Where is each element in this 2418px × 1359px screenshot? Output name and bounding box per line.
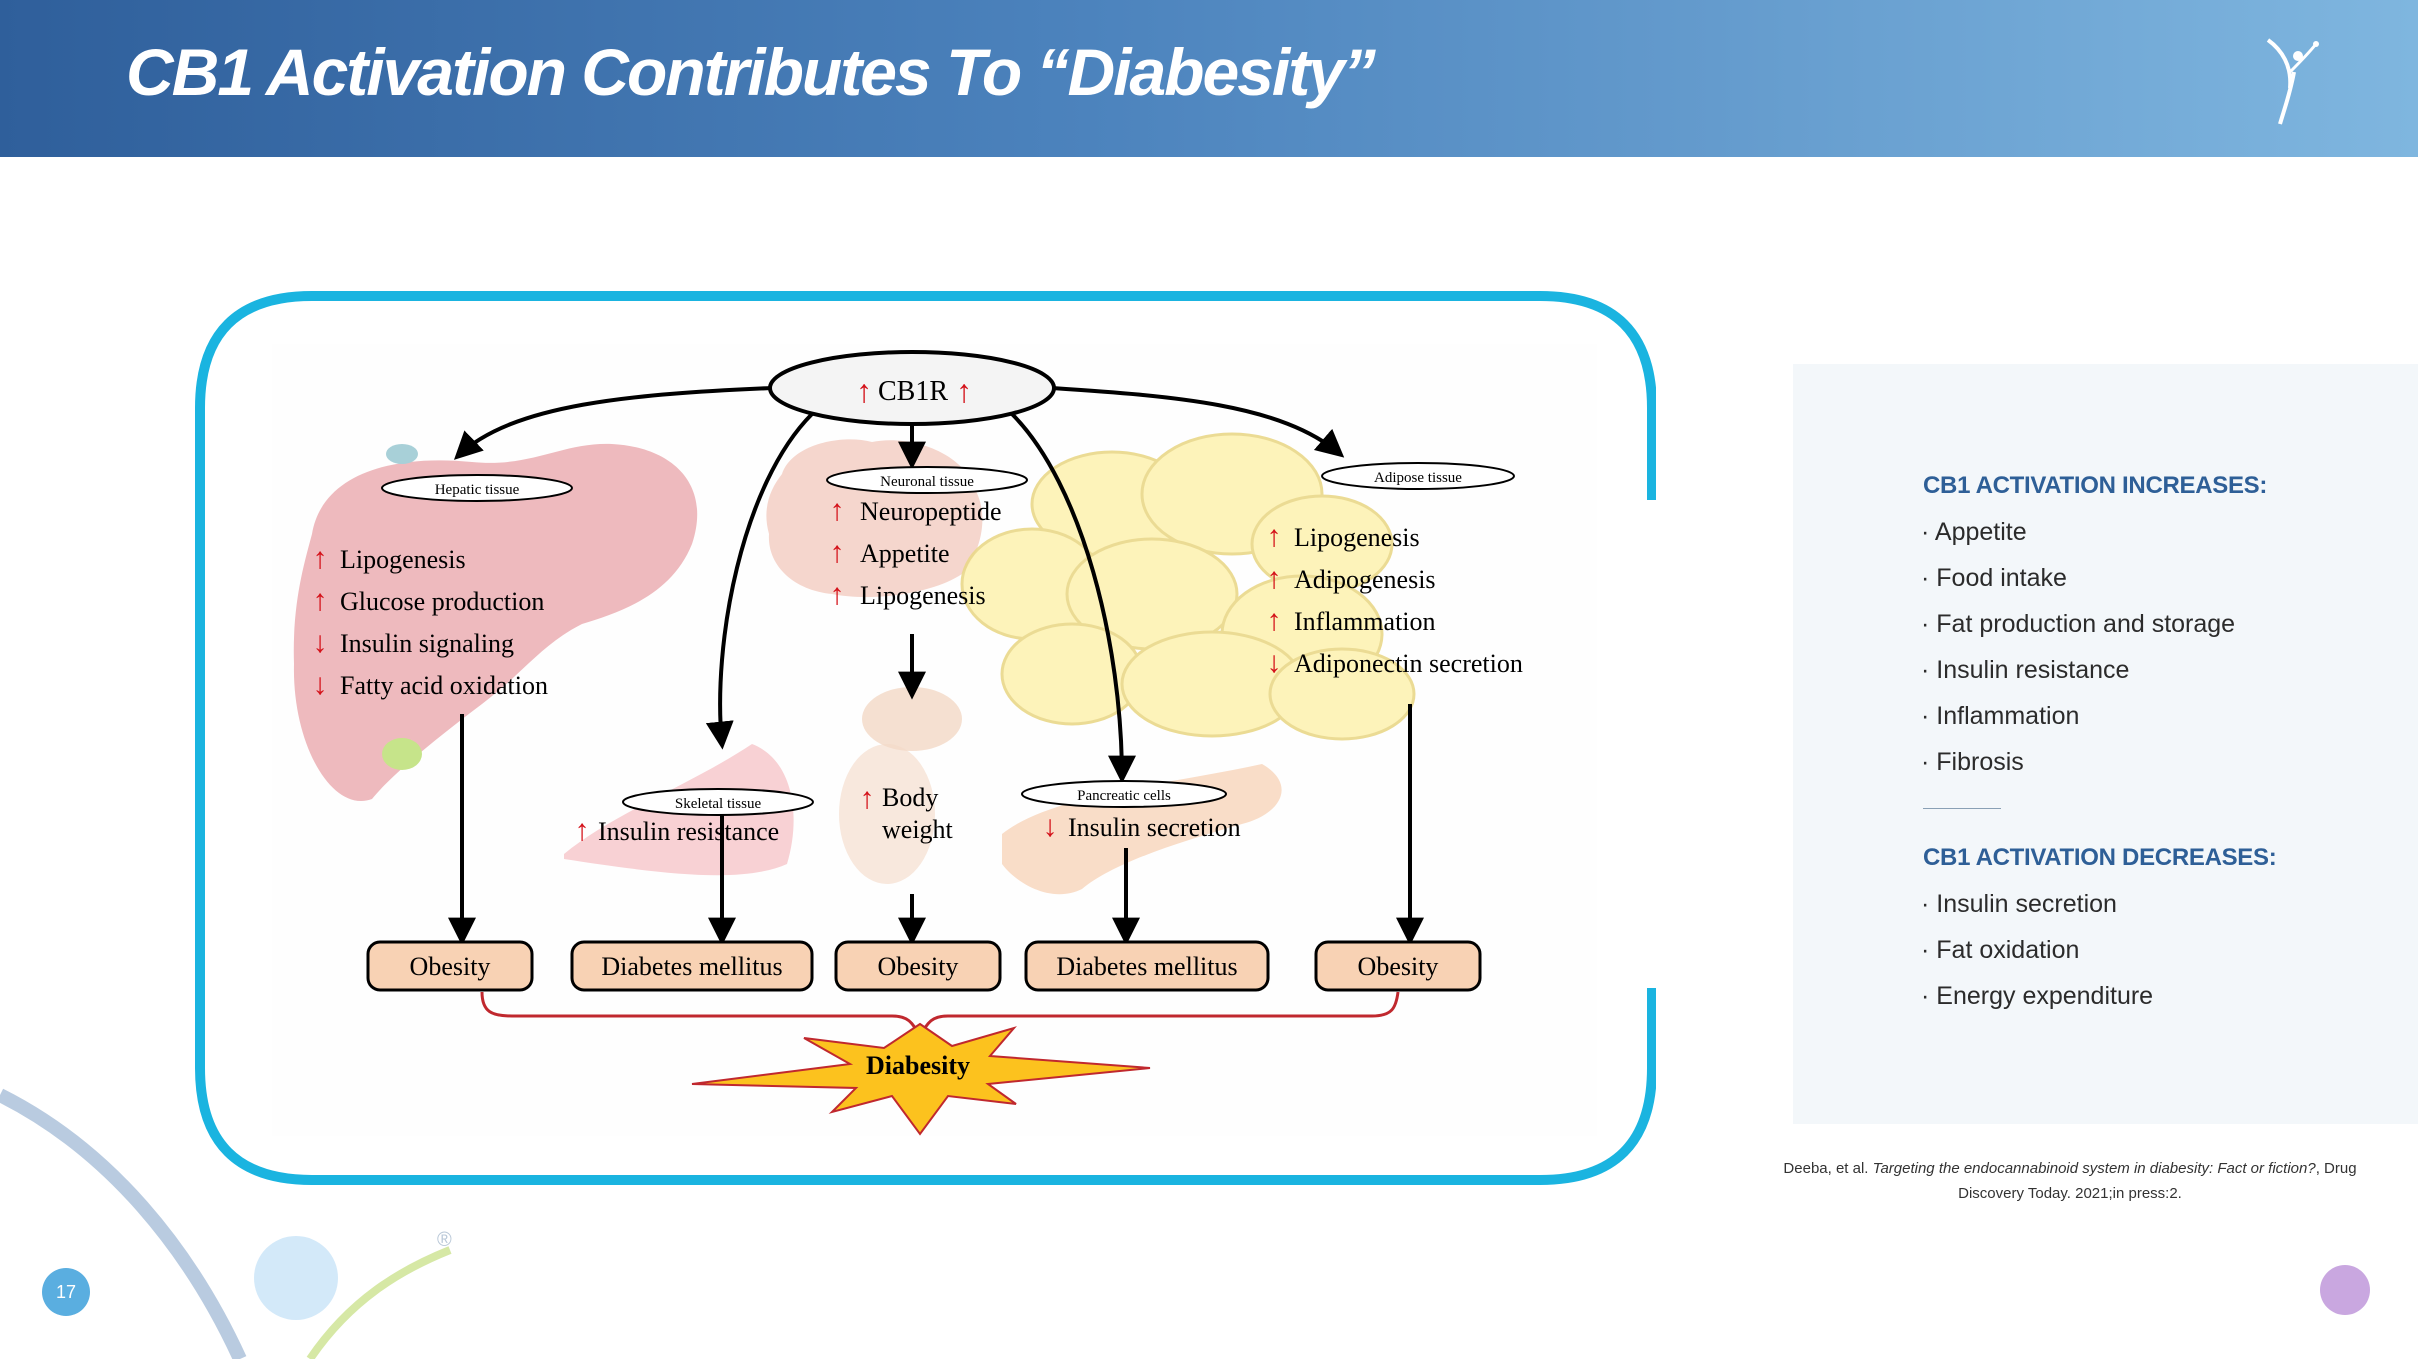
cb1-diabesity-diagram: CB1R ↑ ↑ Hepatic tissue Neuronal tissue …: [272, 344, 1597, 1136]
pancreatic-arrow: ↓: [1043, 810, 1058, 843]
adipose-arrow-1: ↑: [1267, 520, 1282, 553]
cb1r-up-arrow-right: ↑: [956, 373, 972, 409]
decreases-item: · Fat oxidation: [1921, 936, 2080, 964]
skeletal-item: Insulin resistance: [598, 817, 779, 846]
adipose-tissue-label: Adipose tissue: [1374, 470, 1462, 486]
decreases-item: · Energy expenditure: [1921, 982, 2154, 1010]
hepatic-item-1: Lipogenesis: [340, 545, 466, 574]
adipose-illustration: [960, 432, 1416, 741]
increases-item: · Appetite: [1921, 518, 2027, 546]
cb1r-node: [768, 350, 1056, 426]
increases-item: · Food intake: [1921, 564, 2067, 592]
corner-logo-icon: [2320, 1265, 2370, 1315]
hepatic-item-3: Insulin signaling: [340, 629, 514, 658]
citation-title: Targeting the endocannabinoid system in …: [1872, 1160, 2316, 1177]
panel-divider: [1923, 808, 2001, 809]
title-bar: CB1 Activation Contributes To “Diabesity…: [0, 0, 2418, 157]
neuronal-item-1: Neuropeptide: [860, 497, 1002, 526]
citation-source: Drug Discovery Today. 2021;in press:2.: [1958, 1160, 2357, 1202]
adipose-item-1: Lipogenesis: [1294, 523, 1420, 552]
hepatic-tissue-label: Hepatic tissue: [435, 482, 520, 498]
diabesity-bracket: [480, 991, 1400, 1040]
page-number: 17: [42, 1268, 90, 1316]
adipose-item-3: Inflammation: [1294, 607, 1436, 636]
hepatic-arrow-2: ↑: [313, 584, 328, 617]
citation-authors: Deeba, et al.: [1783, 1160, 1869, 1177]
neuronal-arrow-1: ↑: [830, 494, 845, 527]
pancreatic-item: Insulin secretion: [1068, 813, 1241, 842]
company-logo-icon: [2266, 38, 2319, 125]
cb1r-label: CB1R: [878, 376, 948, 407]
hepatic-item-4: Fatty acid oxidation: [340, 671, 548, 700]
registered-mark: ®: [437, 1229, 452, 1251]
adipose-item-2: Adipogenesis: [1294, 565, 1436, 594]
outcome-hepatic: Obesity: [410, 952, 491, 981]
hepatic-arrow-1: ↑: [313, 542, 328, 575]
neuronal-tissue-label: Neuronal tissue: [880, 474, 974, 490]
diabesity-burst: [691, 1022, 1151, 1136]
decreases-item: · Insulin secretion: [1921, 890, 2117, 918]
skeletal-arrow: ↑: [575, 814, 590, 847]
diabesity-label: Diabesity: [866, 1051, 970, 1080]
diagram-frame: [195, 291, 1656, 1185]
slide-title: CB1 Activation Contributes To “Diabesity…: [126, 35, 1376, 109]
neuronal-arrow-2: ↑: [830, 536, 845, 569]
neuronal-item-2: Appetite: [860, 539, 950, 568]
citation: Deeba, et al. Targeting the endocannabin…: [1783, 1160, 2357, 1202]
body-weight-line1: Body: [882, 783, 938, 812]
cb1-effects-panel: CB1 ACTIVATION INCREASES: · Appetite · F…: [1793, 364, 2418, 1124]
body-weight-line2: weight: [882, 815, 954, 844]
cb1r-up-arrow-left: ↑: [856, 373, 872, 409]
body-weight-arrow: ↑: [860, 782, 875, 815]
decreases-heading: CB1 ACTIVATION DECREASES:: [1923, 844, 2277, 871]
hepatic-arrow-4: ↓: [313, 668, 328, 701]
increases-item: · Fibrosis: [1921, 748, 2024, 776]
increases-heading: CB1 ACTIVATION INCREASES:: [1923, 472, 2268, 499]
outcome-pancreatic: Diabetes mellitus: [1056, 952, 1237, 981]
outcome-skeletal: Diabetes mellitus: [601, 952, 782, 981]
skeletal-tissue-label: Skeletal tissue: [675, 796, 762, 812]
increases-item: · Insulin resistance: [1921, 656, 2130, 684]
pancreatic-cells-label: Pancreatic cells: [1077, 788, 1171, 804]
liver-illustration: [293, 443, 698, 802]
decorative-swoosh: [0, 1088, 452, 1359]
increases-item: · Fat production and storage: [1921, 610, 2236, 638]
neuronal-item-3: Lipogenesis: [860, 581, 986, 610]
body-illustration: [862, 687, 962, 751]
adipose-arrow-3: ↑: [1267, 604, 1282, 637]
increases-item: · Inflammation: [1921, 702, 2080, 730]
adipose-item-4: Adiponectin secretion: [1294, 649, 1523, 678]
adipose-arrow-2: ↑: [1267, 562, 1282, 595]
outcome-body-weight: Obesity: [878, 952, 959, 981]
outcome-adipose: Obesity: [1358, 952, 1439, 981]
hepatic-item-2: Glucose production: [340, 587, 544, 616]
neuronal-arrow-3: ↑: [830, 578, 845, 611]
hepatic-arrow-3: ↓: [313, 626, 328, 659]
adipose-arrow-4: ↓: [1267, 646, 1282, 679]
